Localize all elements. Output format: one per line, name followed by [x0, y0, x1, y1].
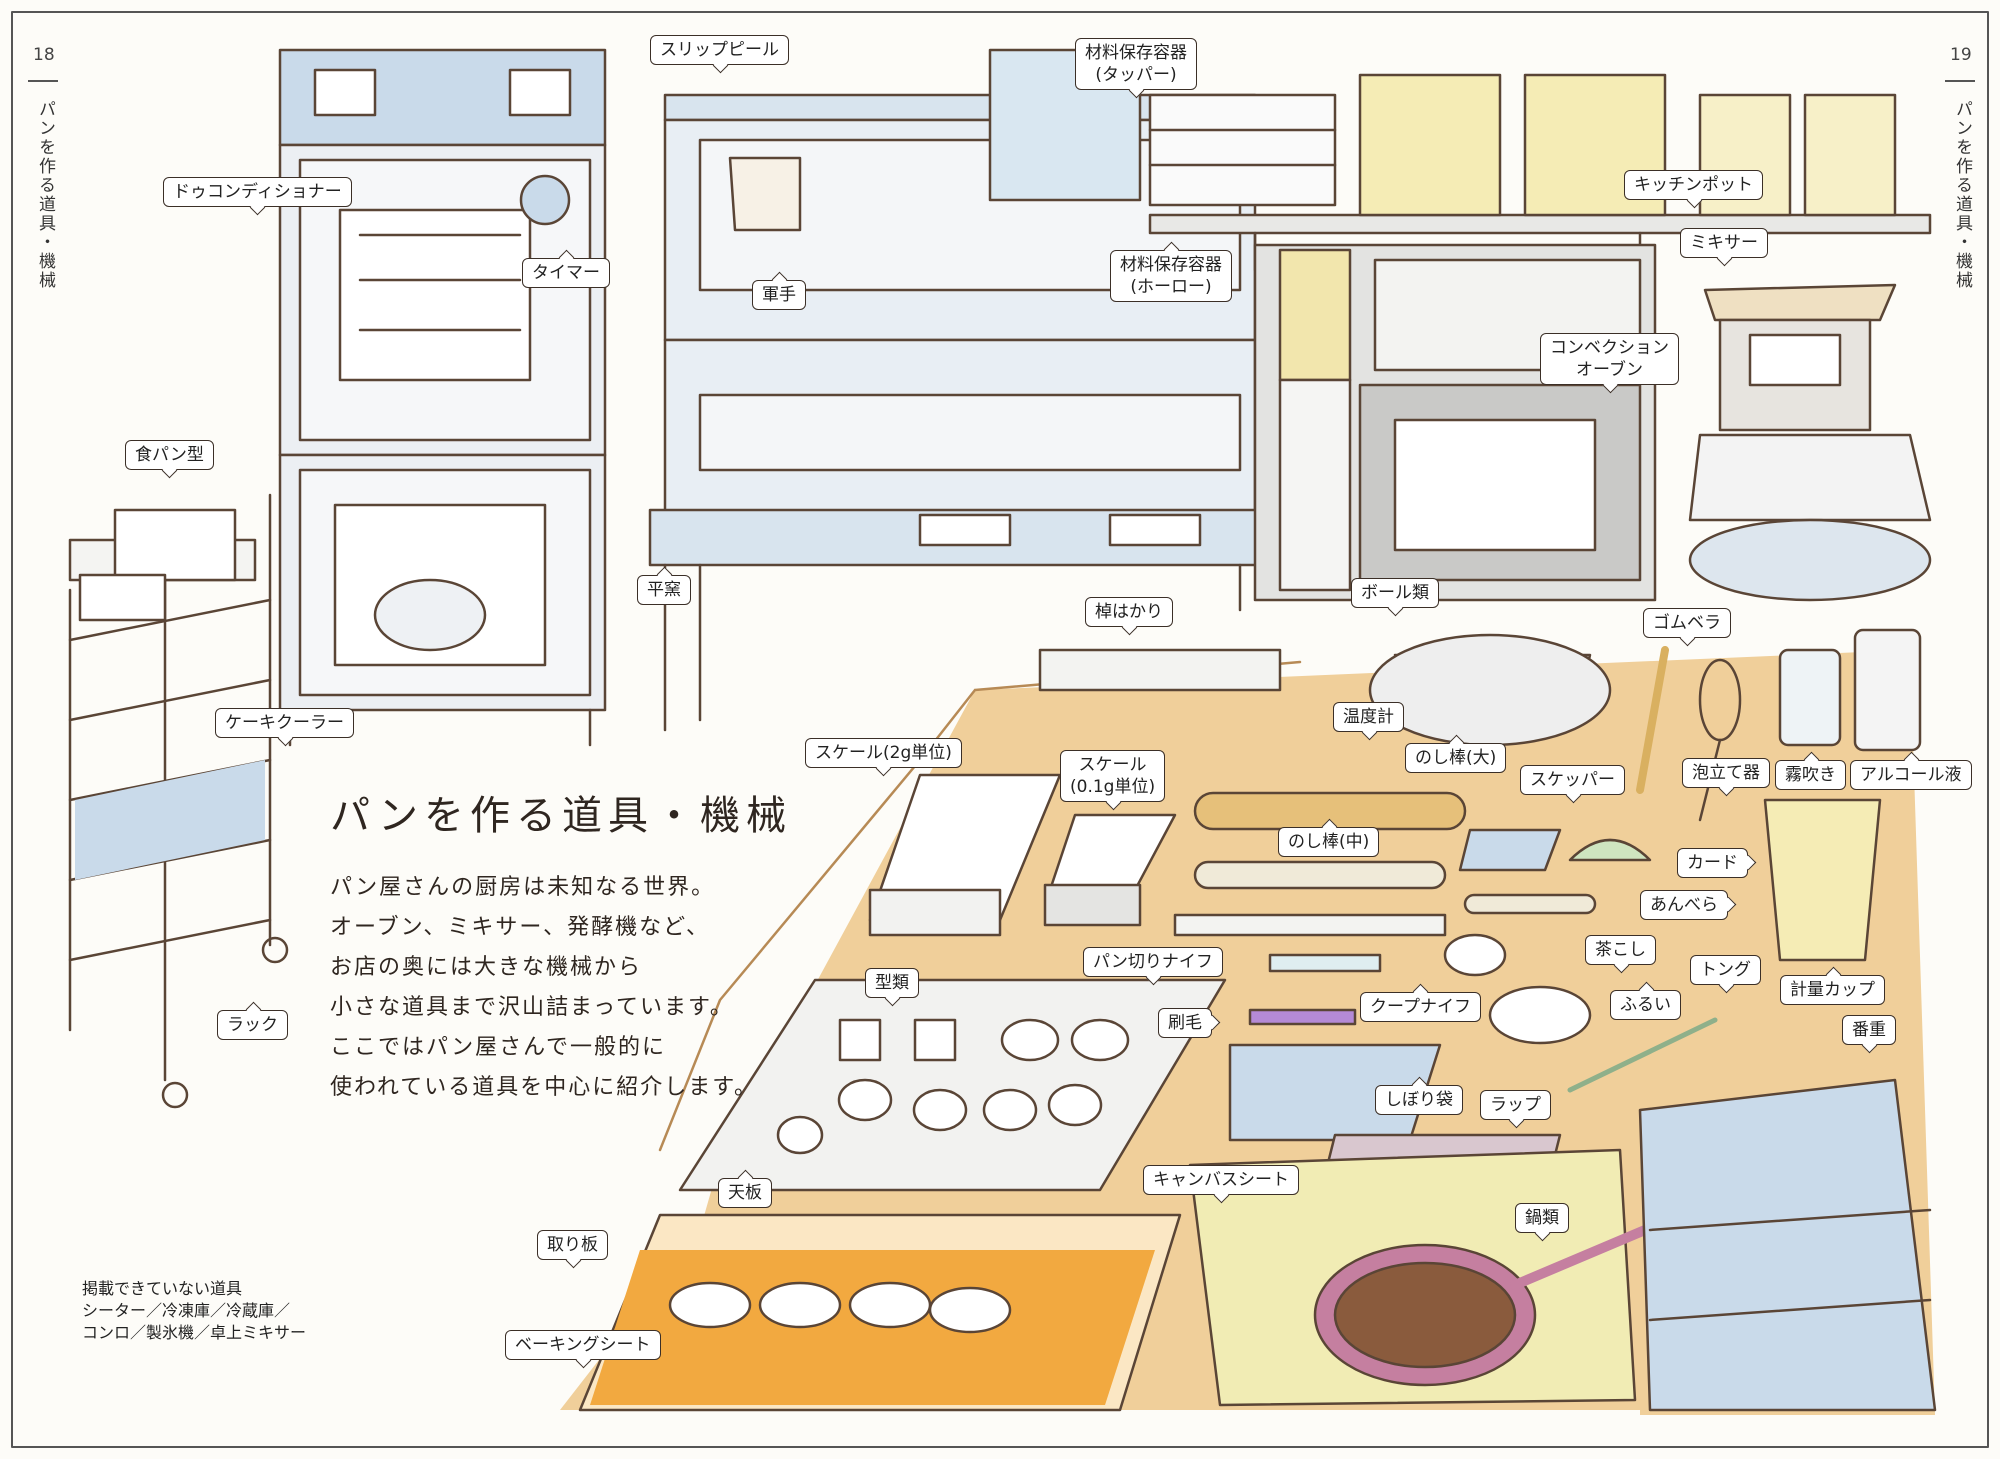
label-coupe-knife: クープナイフ [1360, 992, 1481, 1023]
label-alcohol: アルコール液 [1850, 760, 1972, 791]
label-tongs: トング [1690, 955, 1761, 986]
label-canvas-sheet: キャンバスシート [1143, 1165, 1299, 1196]
label-deck-oven: 平窯 [637, 575, 691, 606]
label-proofing-box: 番重 [1842, 1015, 1896, 1046]
baking-tray-drawing [678, 978, 1227, 1192]
scraper-drawing [1458, 828, 1562, 872]
label-brush: 刷毛 [1158, 1008, 1212, 1039]
mixer-drawing [1688, 283, 1932, 602]
bread-knife-drawing [1173, 913, 1447, 937]
label-slip-peel: スリップピール [650, 35, 789, 66]
coupe-knife-drawing [1268, 953, 1382, 973]
label-whisk: 泡立て器 [1682, 758, 1770, 789]
label-dough-conditioner: ドゥコンディショナー [163, 177, 352, 208]
intro-line: ここではパン屋さんで一般的に [330, 1035, 667, 1060]
page-number-left: 18 [33, 45, 55, 65]
not-shown-line: コンロ／製氷機／卓上ミキサー [82, 1323, 307, 1342]
label-rack: ラック [217, 1010, 288, 1041]
rolling-pin-medium-drawing [1193, 860, 1447, 890]
label-rolling-pin-medium: のし棒(中) [1278, 827, 1380, 858]
label-convection-oven: コンベクション オーブン [1540, 333, 1679, 386]
tea-strainer-drawing [1443, 933, 1507, 977]
label-thermometer: 温度計 [1333, 702, 1404, 733]
label-baking-tray: 天板 [718, 1178, 772, 1209]
label-bread-knife: パン切りナイフ [1083, 947, 1223, 978]
not-shown-note: 掲載できていない道具 シーター／冷凍庫／冷蔵庫／ コンロ／製氷機／卓上ミキサー [82, 1278, 306, 1344]
spatula-drawing [1463, 893, 1597, 915]
card-drawing [1568, 838, 1652, 862]
intro-line: オーブン、ミキサー、発酵機など、 [330, 915, 711, 940]
not-shown-heading: 掲載できていない道具 [82, 1279, 243, 1298]
header-rule-right [1945, 80, 1975, 82]
label-mixer: ミキサー [1680, 228, 1768, 259]
not-shown-line: シーター／冷凍庫／冷蔵庫／ [82, 1301, 291, 1320]
label-board: 取り板 [537, 1230, 608, 1261]
measuring-cup-drawing [1763, 798, 1882, 962]
label-timer: タイマー [522, 258, 610, 289]
page-title: パンを作る道具・機械 [330, 793, 792, 839]
label-bowls: ボール類 [1351, 578, 1439, 609]
rack-drawing [68, 493, 289, 1109]
beam-scale-drawing [1038, 648, 1282, 692]
alcohol-drawing [1853, 628, 1922, 752]
label-sieve: ふるい [1610, 990, 1681, 1021]
running-head-left: パンを作る道具・機械 [35, 100, 55, 290]
sieve-drawing [1488, 985, 1592, 1045]
scales-drawing [868, 773, 1177, 937]
label-wrap: ラップ [1480, 1090, 1551, 1121]
rubber-spatula-drawing [1636, 646, 1669, 794]
label-pots: 鍋類 [1515, 1203, 1569, 1234]
intro-line: パン屋さんの厨房は未知なる世界。 [330, 875, 716, 900]
label-rubber-spatula: ゴムベラ [1643, 608, 1731, 639]
convection-oven-drawing [1253, 243, 1657, 602]
label-kitchen-pot: キッチンポット [1624, 170, 1763, 201]
tongs-drawing [1567, 1017, 1718, 1093]
label-molds: 型類 [865, 968, 919, 999]
header-rule-left [28, 80, 58, 82]
label-spray: 霧吹き [1775, 760, 1846, 791]
label-measuring-cup: 計量カップ [1780, 975, 1885, 1006]
label-scale-2g: スケール(2g単位) [805, 738, 962, 769]
label-baking-sheet: ベーキングシート [505, 1330, 661, 1361]
label-tea-strainer: 茶こし [1585, 935, 1656, 966]
label-gloves: 軍手 [752, 280, 806, 311]
intro-line: 小さな道具まで沢山詰まっています。 [330, 995, 734, 1020]
intro-line: お店の奥には大きな機械から [330, 955, 643, 980]
label-card: カード [1677, 848, 1748, 879]
intro-line: 使われている道具を中心に紹介します。 [330, 1075, 759, 1100]
label-beam-scale: 棹はかり [1085, 597, 1173, 628]
label-spatula: あんべら [1640, 890, 1728, 921]
label-storage-tupper: 材料保存容器 (タッパー) [1075, 38, 1197, 91]
page-number-right: 19 [1950, 45, 1972, 65]
dough-conditioner-drawing [278, 48, 607, 747]
proofing-box-drawing [1638, 1078, 1937, 1412]
label-scraper: スケッパー [1520, 765, 1625, 796]
brush-drawing [1248, 1008, 1357, 1026]
running-head-right: パンを作る道具・機械 [1952, 100, 1972, 290]
label-storage-enamel: 材料保存容器 (ホーロー) [1110, 250, 1232, 303]
label-rolling-pin-large: のし棒(大) [1405, 743, 1507, 774]
label-scale-01g: スケール (0.1g単位) [1060, 750, 1166, 803]
label-cake-cooler: ケーキクーラー [215, 708, 354, 739]
label-bread-pan: 食パン型 [125, 440, 214, 471]
spray-drawing [1778, 648, 1842, 747]
baking-sheet-drawing [590, 1250, 1155, 1405]
intro-text: パン屋さんの厨房は未知なる世界。 オーブン、ミキサー、発酵機など、 お店の奥には… [330, 868, 758, 1108]
label-piping-bag: しぼり袋 [1375, 1085, 1463, 1116]
